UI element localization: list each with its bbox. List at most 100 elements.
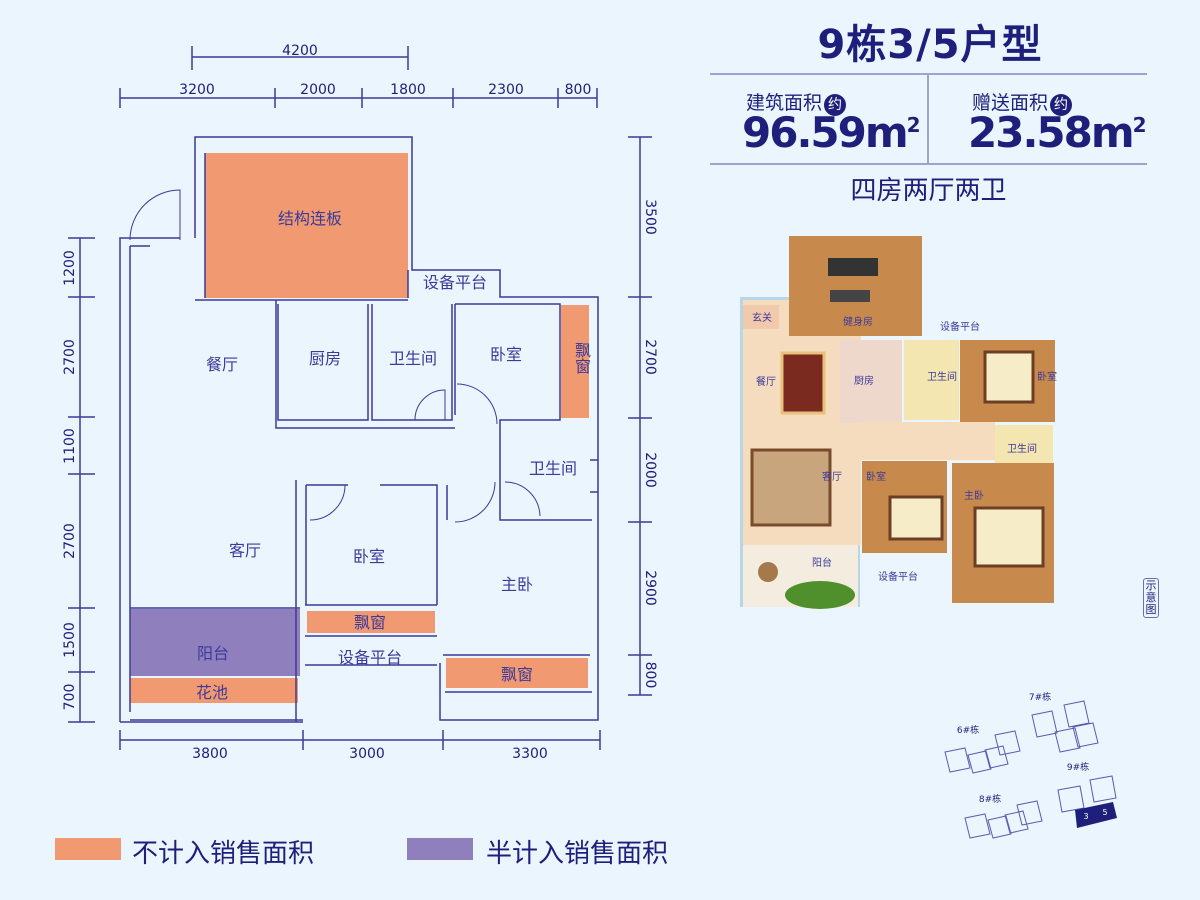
room-label: 设备平台	[878, 570, 918, 583]
room-label: 设备平台	[338, 648, 402, 667]
dimension-bottom	[119, 730, 601, 750]
room-label: 餐厅	[206, 355, 238, 374]
dim-label: 1500	[62, 622, 78, 658]
rendered-plan	[740, 236, 1055, 609]
building-label: 7#栋	[1029, 691, 1051, 703]
gift-area-number: 23.58m	[968, 108, 1135, 157]
layout-summary: 四房两厅两卫	[850, 176, 1007, 206]
building-label: 9#栋	[1067, 761, 1089, 773]
treadmill-icon	[828, 258, 878, 276]
bed-icon	[888, 495, 944, 541]
room-label: 卫生间	[529, 459, 577, 478]
room-label: 健身房	[843, 315, 873, 328]
balcony-area	[130, 609, 300, 676]
room-label: 设备平台	[423, 273, 487, 292]
page-title: 9栋3/5户型	[817, 22, 1043, 68]
building-area-value: 96.59m2	[742, 108, 921, 157]
room-label: 设备平台	[940, 320, 980, 333]
gift-area-label: 赠送面积约	[972, 88, 1073, 116]
dim-label: 2700	[642, 339, 658, 375]
room-label: 主卧	[964, 489, 984, 502]
dim-label: 700	[62, 684, 78, 711]
room-label: 飘窗	[354, 613, 386, 632]
room-label: 厨房	[854, 374, 874, 387]
room-label: 卧室	[490, 345, 522, 364]
room-label: 卧室	[353, 547, 385, 566]
dim-label: 1100	[62, 428, 78, 464]
dim-label: 1800	[390, 82, 426, 98]
building-label: 8#栋	[979, 793, 1001, 805]
dim-label: 4200	[282, 43, 318, 59]
dim-label: 3500	[642, 199, 658, 235]
room-label: 卫生间	[1007, 442, 1037, 455]
room-label: 客厅	[229, 541, 261, 560]
room-label: 阳台	[197, 644, 229, 663]
dim-label: 2000	[642, 452, 658, 488]
unit-exponent: 2	[906, 113, 921, 137]
site-map	[944, 700, 1117, 839]
building-area-number: 96.59m	[742, 108, 909, 157]
bed-icon	[973, 506, 1045, 568]
building-6	[944, 730, 1021, 774]
room-label: 餐厅	[756, 375, 776, 388]
table-icon	[758, 562, 778, 582]
legend-label: 不计入销售面积	[132, 839, 315, 869]
legend-swatch-purple	[407, 838, 473, 860]
building-area-label: 建筑面积约	[746, 88, 847, 116]
gift-area-value: 23.58m2	[968, 108, 1147, 157]
structural-slab-area	[205, 153, 408, 298]
room-label: 卧室	[866, 470, 886, 483]
legend-label: 半计入销售面积	[486, 839, 669, 869]
room-label: 卫生间	[389, 349, 437, 368]
sofa-icon	[750, 448, 832, 527]
dim-label: 3200	[179, 82, 215, 98]
room-label: 客厅	[822, 470, 842, 483]
building-9-units-3-5	[1075, 802, 1117, 828]
dim-label: 2300	[488, 82, 524, 98]
building-9	[1057, 775, 1117, 813]
building-8	[964, 800, 1043, 839]
dim-label: 3300	[512, 746, 548, 762]
bay-window-area	[307, 611, 435, 633]
dim-label: 800	[642, 662, 658, 689]
plant-icon	[785, 581, 855, 609]
walls	[119, 136, 599, 723]
room-label: 卧室	[1037, 370, 1057, 383]
room-label: 花池	[196, 683, 228, 702]
bay-window-area	[561, 305, 589, 418]
dim-label: 2700	[62, 523, 78, 559]
planter-area	[130, 678, 298, 703]
dim-label: 2700	[62, 339, 78, 375]
approx-badge: 约	[1050, 93, 1073, 116]
room-label: 飘窗	[501, 665, 533, 684]
dining-table-icon	[780, 351, 826, 415]
room-label: 玄关	[752, 311, 772, 324]
building-7	[1031, 700, 1099, 753]
room-label: 主卧	[501, 575, 533, 594]
approx-badge: 约	[824, 93, 847, 116]
unit-exponent: 2	[1132, 113, 1147, 137]
bathroom-floor	[904, 340, 959, 420]
dimension-right	[628, 136, 652, 696]
dim-label: 800	[565, 82, 592, 98]
room-label: 结构连板	[278, 209, 342, 228]
dim-label: 3800	[192, 746, 228, 762]
bay-window-area	[446, 658, 588, 688]
room-label: 厨房	[309, 349, 341, 368]
room-label: 卫生间	[927, 370, 957, 383]
room-label: 阳台	[812, 556, 832, 569]
bed-icon	[983, 350, 1035, 404]
unit-label: 5	[1102, 808, 1107, 817]
schematic-badge: 示意图	[1143, 578, 1159, 618]
dimension-top-overall	[191, 46, 409, 70]
unit-label: 3	[1083, 812, 1088, 821]
dim-label: 3000	[349, 746, 385, 762]
dimension-left	[68, 237, 95, 723]
dim-label: 2000	[300, 82, 336, 98]
building-area-label-text: 建筑面积	[746, 92, 823, 114]
divider	[710, 163, 1147, 165]
dimension-top	[119, 88, 598, 108]
kitchen-floor	[840, 340, 902, 423]
building-label: 6#栋	[957, 724, 979, 736]
